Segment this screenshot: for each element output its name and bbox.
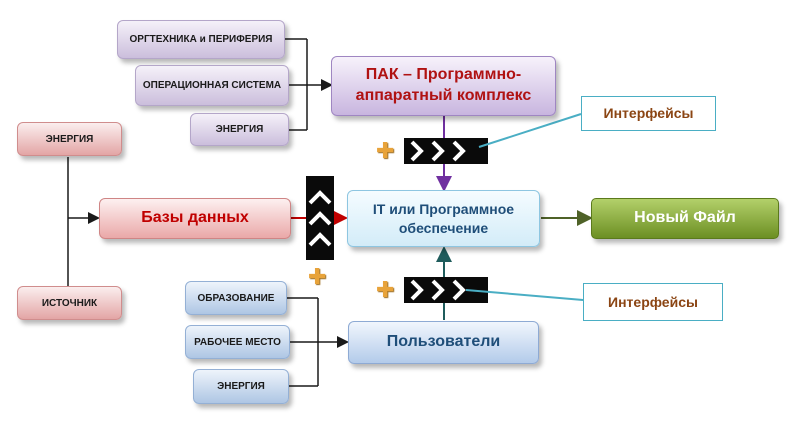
- plus-icon: ✚: [308, 264, 327, 289]
- users-node: Пользователи: [348, 321, 539, 364]
- pak-input-operating-system-label: ОПЕРАЦИОННАЯ СИСТЕМА: [142, 80, 282, 91]
- chevron-band-vertical: [306, 176, 334, 260]
- pak-input-energy-label: ЭНЕРГИЯ: [215, 124, 264, 135]
- db-input-source: ИСТОЧНИК: [17, 286, 122, 320]
- chevron-band-top: [404, 138, 488, 164]
- interfaces-callout-top-label: Интерфейсы: [603, 105, 694, 122]
- pak-input-office-equipment: ОРГТЕХНИКА и ПЕРИФЕРИЯ: [117, 20, 285, 59]
- users-input-workplace-label: РАБОЧЕЕ МЕСТО: [194, 336, 281, 348]
- users-input-education: ОБРАЗОВАНИЕ: [185, 281, 287, 315]
- users-title: Пользователи: [386, 333, 501, 351]
- interfaces-callout-bottom: Интерфейсы: [583, 283, 723, 321]
- db-input-energy-label: ЭНЕРГИЯ: [45, 133, 94, 145]
- it-software-title: IT или Программное обеспечение: [372, 201, 515, 236]
- pak-input-operating-system: ОПЕРАЦИОННАЯ СИСТЕМА: [135, 65, 289, 106]
- users-input-education-label: ОБРАЗОВАНИЕ: [197, 292, 275, 304]
- users-input-workplace: РАБОЧЕЕ МЕСТО: [185, 325, 290, 359]
- pak-input-energy: ЭНЕРГИЯ: [190, 113, 289, 146]
- db-input-source-label: ИСТОЧНИК: [41, 297, 98, 309]
- callout-line-bottom: [465, 289, 584, 301]
- users-bracket: [287, 297, 349, 387]
- callout-line-top: [478, 113, 582, 148]
- it-software-node: IT или Программное обеспечение: [347, 190, 540, 247]
- interfaces-callout-top: Интерфейсы: [581, 96, 716, 131]
- plus-icon: ✚: [376, 277, 395, 302]
- pak-input-office-equipment-label: ОРГТЕХНИКА и ПЕРИФЕРИЯ: [129, 34, 273, 45]
- pak-title: ПАК – Программно-аппаратный комплекс: [355, 66, 532, 104]
- new-file-node: Новый Файл: [591, 198, 779, 239]
- new-file-title: Новый Файл: [634, 209, 736, 227]
- db-bracket: [67, 157, 100, 287]
- database-node: Базы данных: [99, 198, 291, 239]
- interfaces-callout-bottom-label: Интерфейсы: [608, 293, 698, 310]
- users-input-energy-label: ЭНЕРГИЯ: [217, 381, 265, 392]
- db-input-energy: ЭНЕРГИЯ: [17, 122, 122, 156]
- database-title: Базы данных: [141, 209, 249, 227]
- plus-icon: ✚: [376, 138, 395, 163]
- users-input-energy: ЭНЕРГИЯ: [193, 369, 289, 404]
- pak-bracket: [285, 38, 333, 131]
- pak-node: ПАК – Программно-аппаратный комплекс: [331, 56, 556, 116]
